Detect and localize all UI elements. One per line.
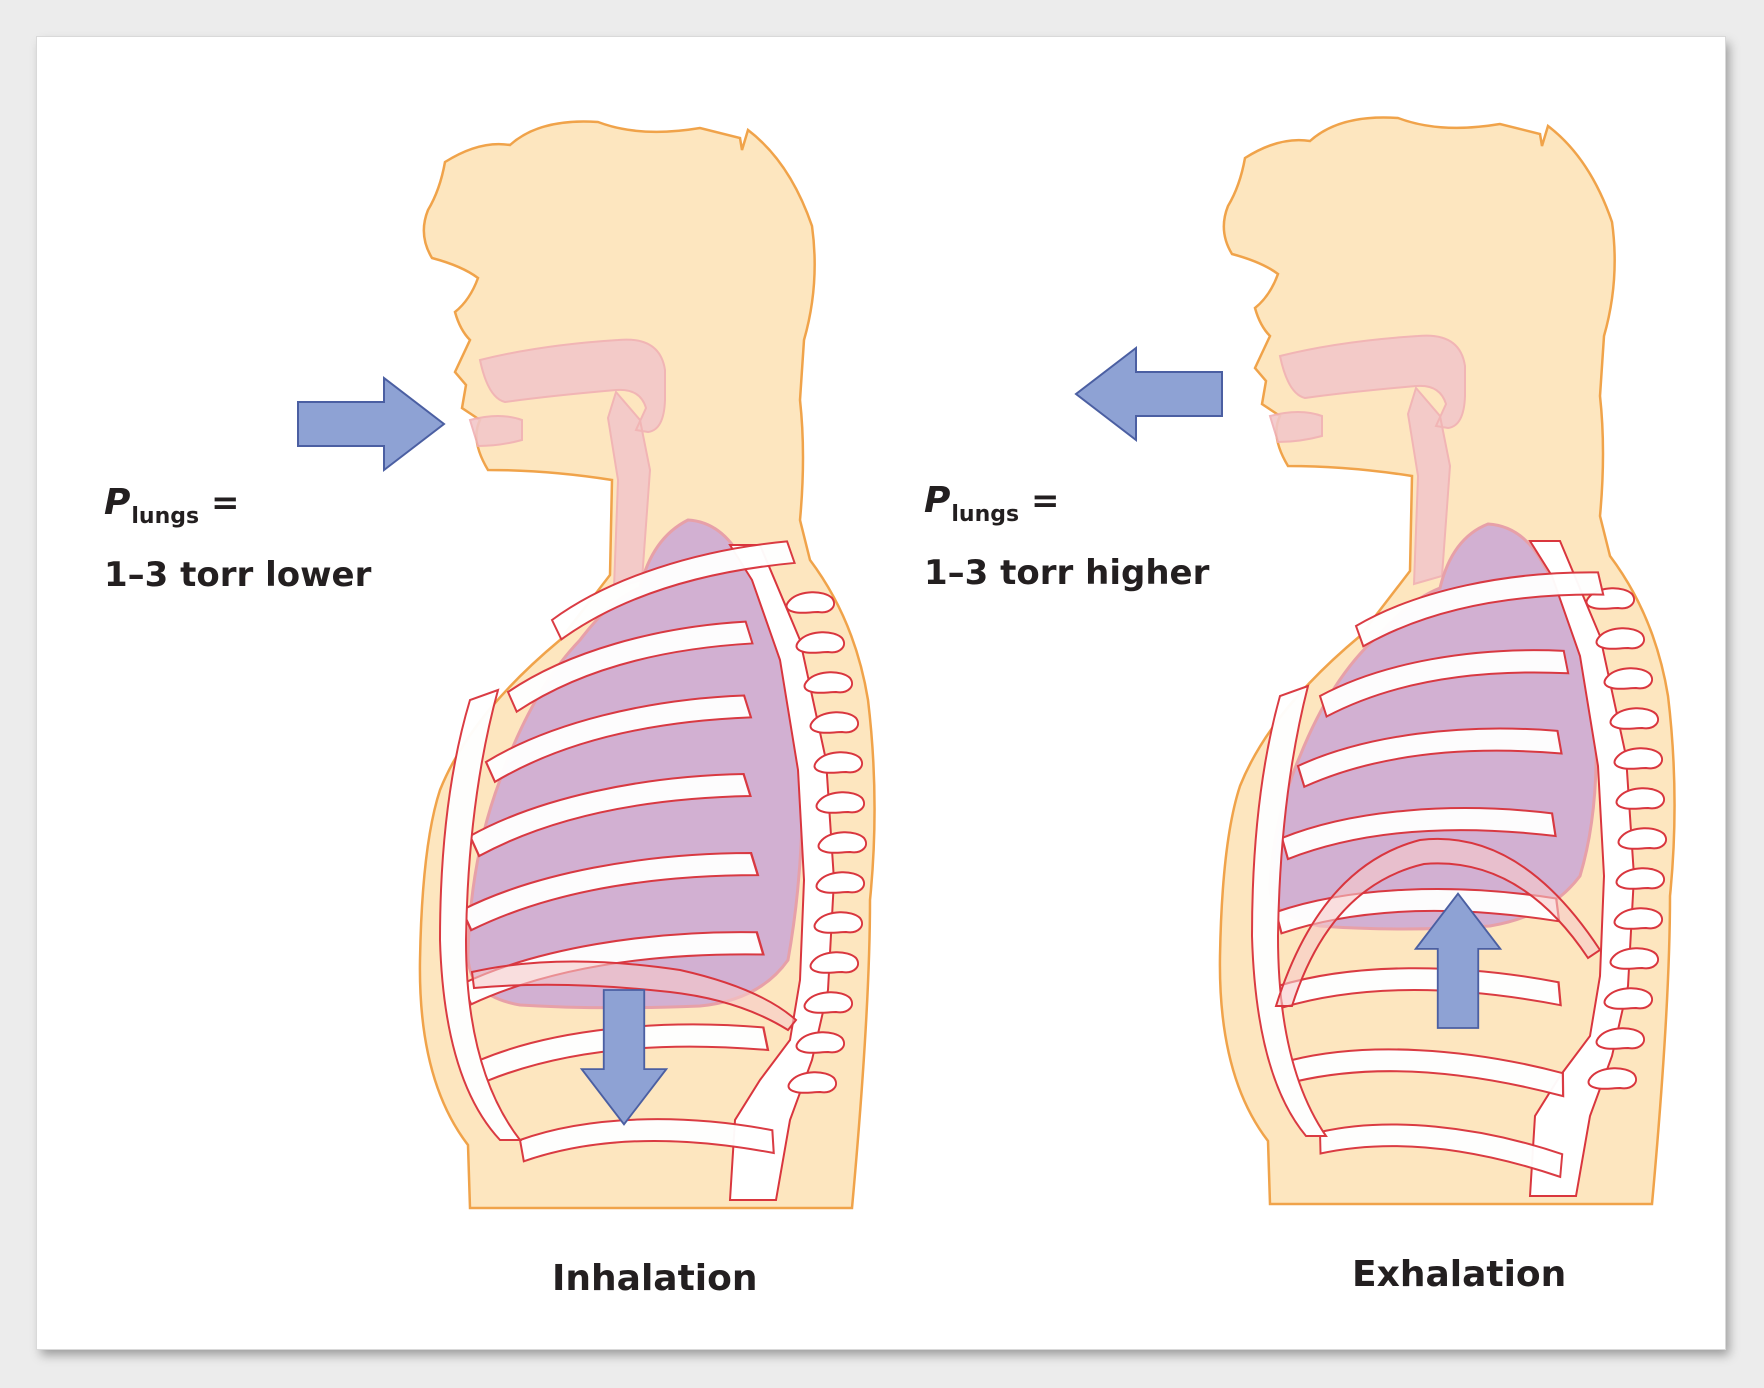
rib-cage — [438, 539, 800, 1213]
pressure-equals: = — [1030, 481, 1060, 521]
spine — [728, 544, 868, 1201]
spine — [1528, 540, 1668, 1197]
diaphragm — [470, 960, 798, 1032]
diaphragm — [1274, 838, 1602, 1007]
exhalation-figure — [1218, 116, 1676, 1235]
pressure-value: 1–3 torr higher — [924, 553, 1210, 593]
pressure-subscript: lungs — [131, 504, 200, 529]
arrow-right-icon — [297, 377, 445, 471]
rib-cage — [1250, 563, 1606, 1235]
exhalation-pressure-label: Plungs = 1–3 torr higher — [924, 472, 1209, 602]
inhalation-caption: Inhalation — [552, 1258, 758, 1299]
inhalation-pressure-label: Plungs = 1–3 torr lower — [104, 474, 371, 604]
pressure-symbol: P — [924, 480, 951, 521]
pressure-symbol: P — [104, 482, 131, 523]
inhalation-figure — [297, 120, 876, 1213]
pressure-value: 1–3 torr lower — [104, 555, 372, 595]
arrow-left-icon — [1075, 347, 1223, 441]
exhalation-caption: Exhalation — [1352, 1254, 1567, 1295]
pressure-equals: = — [210, 483, 240, 523]
pressure-subscript: lungs — [951, 502, 1020, 527]
